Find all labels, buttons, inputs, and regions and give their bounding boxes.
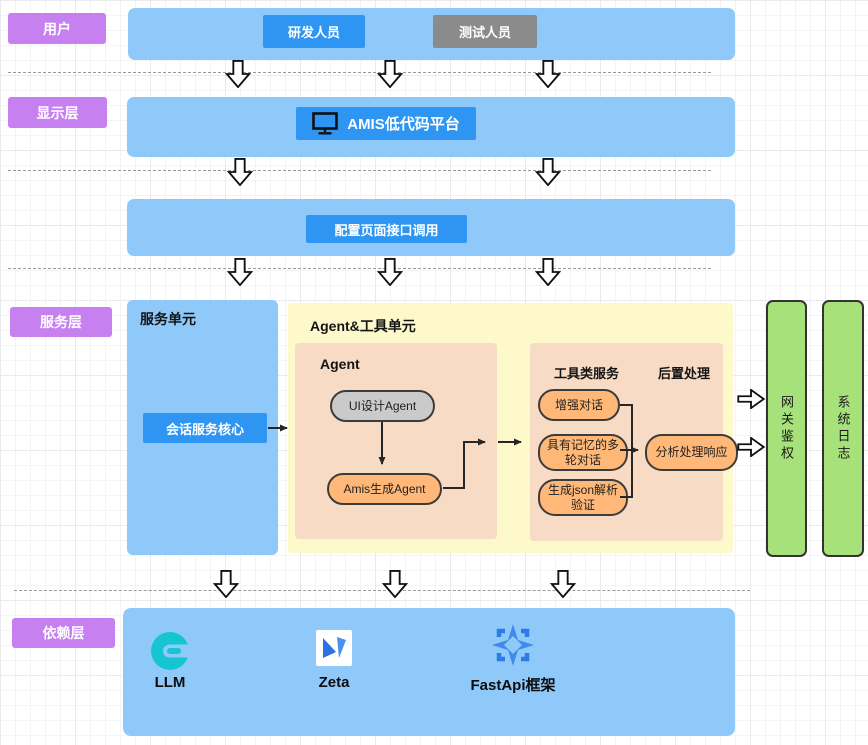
node-tool-group[interactable]: 工具类服务 后置处理 增强对话 具有记忆的多轮对话 生成json解析验证 分析处… [530,343,738,541]
hollow-down-arrow-icon [535,258,561,286]
node-session-core-text: 会话服务核心 [165,421,244,437]
node-amis-gen-agent[interactable]: Amis生成Agent [327,473,442,505]
node-dev-personnel[interactable]: 研发人员 [263,15,365,48]
dependency-layer-bar[interactable]: LLM Zeta FastApi框架 [123,608,735,736]
node-amis-platform[interactable]: AMIS低代码平台 [296,107,476,140]
llm-label: LLM [154,674,186,691]
hollow-right-arrow-icon [736,389,766,409]
layer-label-user-text: 用户 [43,20,71,37]
layer-divider [8,170,711,171]
hollow-down-arrow-icon [382,570,408,598]
node-test-personnel[interactable]: 测试人员 [433,15,537,48]
hollow-down-arrow-icon [225,60,251,88]
node-memory-dialog[interactable]: 具有记忆的多轮对话 [538,434,628,471]
node-ui-design-agent-text: UI设计Agent [348,398,417,413]
fastapi-logo-icon [490,622,536,668]
agent-group-title: Agent [320,356,360,372]
layer-divider [8,268,711,269]
hollow-down-arrow-icon [550,570,576,598]
node-system-log-text: 系统日志 [835,394,851,463]
hollow-down-arrow-icon [227,158,253,186]
hollow-down-arrow-icon [213,570,239,598]
node-config-api-call[interactable]: 配置页面接口调用 [306,215,467,243]
layer-label-service[interactable]: 服务层 [10,307,112,337]
node-enhance-dialog-text: 增强对话 [554,397,603,412]
node-json-parse-text: 生成json解析验证 [547,482,618,512]
node-analyze-response-text: 分析处理响应 [655,445,728,459]
service-unit-title: 服务单元 [140,311,196,327]
layer-divider [8,72,711,73]
node-enhance-dialog[interactable]: 增强对话 [538,389,620,421]
hollow-down-arrow-icon [535,158,561,186]
node-test-personnel-text: 测试人员 [458,25,511,40]
layer-label-dependency[interactable]: 依赖层 [12,618,115,648]
hollow-down-arrow-icon [227,258,253,286]
user-layer-bar[interactable] [128,8,735,60]
node-service-unit[interactable]: 服务单元 会话服务核心 [127,300,278,555]
node-dev-personnel-text: 研发人员 [287,25,340,40]
zeta-label: Zeta [318,674,350,691]
monitor-icon [312,112,339,135]
llm-logo-icon [150,631,190,671]
node-session-core[interactable]: 会话服务核心 [143,413,267,443]
hollow-right-arrow-icon [736,437,766,457]
fastapi-label: FastApi框架 [470,677,556,694]
hollow-down-arrow-icon [377,60,403,88]
node-gateway-auth-text: 网关鉴权 [779,394,794,463]
node-agent-tool-unit[interactable]: Agent&工具单元 Agent UI设计Agent Amis生成Agent 工… [288,303,738,553]
layer-label-dependency-text: 依赖层 [42,625,85,641]
node-system-log[interactable]: 系统日志 [822,300,864,557]
node-memory-dialog-text: 具有记忆的多轮对话 [546,437,619,467]
node-gateway-auth[interactable]: 网关鉴权 [766,300,807,557]
hollow-down-arrow-icon [377,258,403,286]
layer-label-display[interactable]: 显示层 [8,97,107,128]
node-config-api-call-text: 配置页面接口调用 [334,222,439,238]
hollow-down-arrow-icon [535,60,561,88]
layer-label-service-text: 服务层 [40,314,82,330]
tools-title: 工具类服务 [554,366,620,381]
agent-tool-unit-title: Agent&工具单元 [310,318,416,334]
node-amis-gen-agent-text: Amis生成Agent [343,481,426,496]
layer-label-display-text: 显示层 [36,104,79,121]
post-process-title: 后置处理 [658,366,711,381]
node-amis-platform-text: AMIS低代码平台 [347,116,460,133]
node-analyze-response[interactable]: 分析处理响应 [645,434,738,471]
node-json-parse[interactable]: 生成json解析验证 [538,479,628,516]
node-agent-group[interactable]: Agent UI设计Agent Amis生成Agent [295,343,497,539]
layer-label-user[interactable]: 用户 [8,13,106,44]
layer-divider [14,590,750,591]
node-ui-design-agent[interactable]: UI设计Agent [330,390,435,422]
zeta-logo-icon [316,630,352,666]
